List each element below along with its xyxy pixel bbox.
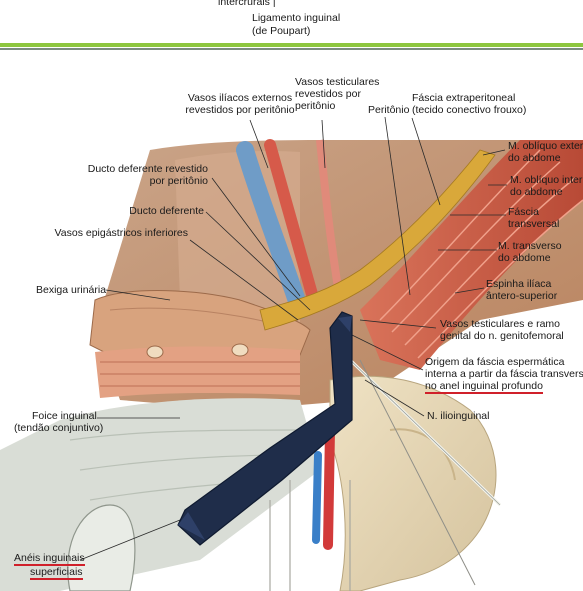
- label-fascia-extraperitoneal: Fáscia extraperitoneal (tecido conectivo…: [412, 92, 526, 116]
- label-ducto-revestido: Ducto deferente revestido por peritônio: [60, 163, 208, 187]
- label-fascia-transversal-line2: transversal: [508, 218, 560, 230]
- inguinal-canal-arrow: [177, 311, 353, 546]
- label-transverso: M. transverso do abdome: [498, 240, 562, 264]
- cord-artery: [323, 425, 335, 550]
- label-aneis-inguinais: Anéis inguinais superficiais: [14, 552, 85, 580]
- extraperitoneal-fat: [259, 149, 496, 331]
- external-iliac-artery: [264, 139, 321, 311]
- label-epigastricos: Vasos epigástricos inferiores: [54, 227, 188, 239]
- superficial-ring: [67, 504, 136, 591]
- label-espinha-line2: ântero-superior: [486, 290, 558, 302]
- label-vasos-test-ramo-line2: genital do n. genitofemoral: [440, 330, 564, 342]
- label-obliquo-externo: M. oblíquo externo do abdome: [508, 140, 583, 164]
- label-vasos-testiculares-ramo: Vasos testiculares e ramo genital do n. …: [440, 318, 564, 342]
- testicular-vessels: [316, 139, 344, 301]
- label-obliquo-externo-line2: do abdome: [508, 152, 561, 164]
- label-obliquo-interno: M. oblíquo interno do abdome: [510, 174, 583, 198]
- ligament-caption-1: Ligamento inguinal: [252, 12, 341, 24]
- label-fascia-transversal-line1: Fáscia: [508, 206, 539, 218]
- label-vasos-iliacos: Vasos ilíacos externos revestidos por pe…: [180, 92, 300, 116]
- label-espinha-iliaca: Espinha ilíaca ântero-superior: [486, 278, 557, 302]
- label-origem-line1: Origem da fáscia espermática: [425, 356, 565, 368]
- label-vasos-testiculares-line2: revestidos por: [295, 88, 361, 100]
- label-ducto-deferente: Ducto deferente: [129, 205, 204, 217]
- label-fascia-transversal: Fáscia transversal: [508, 206, 559, 230]
- external-iliac-vein: [236, 141, 309, 319]
- label-ducto-revestido-line1: Ducto deferente revestido: [87, 163, 208, 175]
- cut-caption: intercrurais |: [218, 0, 276, 8]
- label-ducto-revestido-line2: por peritônio: [149, 175, 208, 187]
- cut-caption-text: intercrurais: [218, 0, 270, 8]
- label-foice-line1: Foice inguinal: [32, 410, 97, 422]
- label-peritonio: Peritônio: [368, 104, 410, 116]
- label-vasos-iliacos-line2: revestidos por peritônio: [185, 104, 295, 116]
- label-obliquo-interno-line1: M. oblíquo interno: [510, 174, 583, 186]
- divider-green: [0, 43, 583, 47]
- label-aneis-line2: superficiais: [30, 566, 83, 580]
- label-foice-inguinal: Foice inguinal (tendão conjuntivo): [14, 410, 103, 434]
- label-fascia-extra-line1: Fáscia extraperitoneal: [412, 92, 516, 104]
- label-vasos-iliacos-line1: Vasos ilíacos externos: [187, 92, 293, 104]
- label-vasos-testiculares-line1: Vasos testiculares: [295, 76, 380, 88]
- label-ilioinguinal: N. ilioinguinal: [427, 410, 490, 422]
- label-espinha-line1: Espinha ilíaca: [486, 278, 552, 290]
- label-bexiga: Bexiga urinária: [36, 284, 107, 296]
- ligament-caption-2: (de Poupart): [252, 25, 311, 37]
- label-fascia-extra-line2: (tecido conectivo frouxo): [412, 104, 527, 116]
- label-transverso-line1: M. transverso: [498, 240, 562, 252]
- label-vasos-test-ramo-line1: Vasos testiculares e ramo: [440, 318, 561, 330]
- pubic-band: [95, 346, 300, 398]
- label-obliquo-externo-line1: M. oblíquo externo: [508, 140, 583, 152]
- label-origem-line2: interna a partir da fáscia transversal: [425, 368, 583, 380]
- label-foice-line2: (tendão conjuntivo): [14, 422, 104, 434]
- label-origem-fascia: Origem da fáscia espermática interna a p…: [425, 356, 583, 394]
- label-obliquo-interno-line2: do abdome: [510, 186, 563, 198]
- abdominal-muscle-layers: [360, 140, 583, 370]
- leader-lines: [79, 116, 507, 561]
- label-origem-line3: no anel inguinal profundo: [425, 380, 543, 394]
- cord-vein: [312, 451, 322, 544]
- label-vasos-testiculares-line3: peritônio: [295, 100, 336, 112]
- label-aneis-line1: Anéis inguinais: [14, 552, 85, 566]
- label-transverso-line2: do abdome: [498, 252, 551, 264]
- hip-bone: [329, 375, 497, 591]
- divider-gray: [0, 48, 583, 50]
- label-vasos-testiculares: Vasos testiculares revestidos por peritô…: [295, 76, 379, 112]
